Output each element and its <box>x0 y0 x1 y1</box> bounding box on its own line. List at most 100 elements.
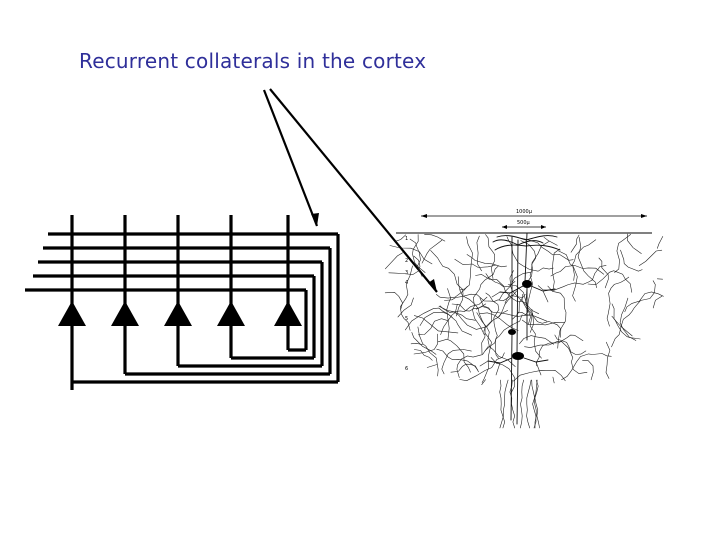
axon-fiber <box>506 236 554 272</box>
axon-fiber <box>509 270 535 333</box>
scale-label-inner: 500µ <box>517 220 531 226</box>
axon-fiber <box>413 333 438 355</box>
axon-fiber <box>384 291 403 311</box>
axon-fiber <box>619 297 641 340</box>
descending-fiber <box>499 379 509 429</box>
axon-fiber <box>436 286 468 299</box>
axon-fiber <box>472 265 499 335</box>
axon-fiber <box>522 319 566 326</box>
cortex-drawing: 1000µ 500µ 1 2 3 4 5 6 <box>384 209 664 429</box>
axon-fiber <box>558 250 578 302</box>
axon-fiber <box>466 254 507 268</box>
axon-fiber <box>430 250 464 317</box>
axon-fiber <box>552 376 555 384</box>
axon-fiber <box>438 305 508 330</box>
axon-fiber <box>524 241 550 316</box>
neuron <box>111 215 139 374</box>
axon-fiber <box>520 240 537 303</box>
descending-fiber <box>532 379 538 429</box>
axon-fiber <box>446 288 452 340</box>
pyramidal-cell-lower <box>479 239 549 425</box>
axon-fiber <box>441 349 472 375</box>
axon-fiber <box>411 332 437 355</box>
axon-fiber <box>547 285 567 349</box>
axon-fiber <box>397 297 414 318</box>
axon-fiber <box>388 255 421 275</box>
scale-label-outer: 1000µ <box>516 209 533 215</box>
layer-label: 1 <box>405 236 408 242</box>
neuron-soma-icon <box>274 301 302 326</box>
axon-fiber <box>481 332 492 383</box>
axon-collaterals <box>72 348 338 384</box>
neuron-soma-icon <box>111 301 139 326</box>
axon-fiber <box>418 318 449 336</box>
neuron-soma-icon <box>164 301 192 326</box>
axon-fiber <box>550 265 605 277</box>
layer-label: 5 <box>405 316 408 322</box>
axon-fiber <box>577 236 597 288</box>
axon-fiber <box>437 338 471 373</box>
slide-title: Recurrent collaterals in the cortex <box>79 49 427 73</box>
axon-fiber <box>412 234 426 273</box>
axon-fiber <box>572 239 597 281</box>
axon-fiber <box>385 252 403 270</box>
neuron <box>274 215 302 350</box>
pyramidal-cell-mid <box>508 236 516 421</box>
axon-fiber <box>426 364 438 368</box>
axon-fiber <box>419 311 472 336</box>
axon-fiber <box>620 249 643 272</box>
axon-fiber <box>524 340 588 374</box>
neuron <box>217 215 245 358</box>
axon-fiber <box>454 258 497 268</box>
axon-fiber <box>551 248 560 291</box>
collateral-network-schematic <box>25 215 340 390</box>
descending-fiber <box>534 379 540 429</box>
axon-fiber <box>582 360 594 381</box>
axon-fiber <box>624 291 664 313</box>
axon-fiber <box>554 334 587 355</box>
pointer-arrow-left <box>262 89 319 227</box>
axon-fiber <box>570 234 580 253</box>
axon-fiber <box>611 280 656 348</box>
axon-fiber <box>638 249 663 266</box>
axon-fiber <box>499 290 517 317</box>
axon-fiber <box>444 293 523 302</box>
axon-fiber <box>451 303 487 312</box>
axon-fiber <box>485 292 500 359</box>
axon-fiber <box>417 326 439 377</box>
neuron <box>164 215 192 366</box>
layer-label: 3 <box>405 270 408 276</box>
axon-fiber <box>657 236 664 249</box>
descending-fiber <box>520 379 524 429</box>
axon-fiber <box>606 276 630 327</box>
axon-fiber <box>611 315 637 341</box>
neuron <box>58 215 86 390</box>
axon-fiber <box>543 237 558 246</box>
axon-fiber <box>481 379 486 385</box>
axon-fiber <box>424 234 446 242</box>
axon-fiber <box>389 245 433 265</box>
axon-fiber <box>587 270 633 293</box>
axon-fiber <box>605 341 611 379</box>
axon-fiber <box>485 273 516 288</box>
axon-fiber <box>652 295 663 309</box>
axon-fiber <box>399 265 413 331</box>
pointer-arrows <box>262 88 438 293</box>
layer-label: 6 <box>405 366 408 372</box>
axon-fiber <box>450 363 479 373</box>
axon-fiber <box>457 276 486 354</box>
axon-fiber <box>521 238 574 261</box>
neuron-soma-icon <box>217 301 245 326</box>
layer-label: 2 <box>405 258 408 264</box>
axon-fiber <box>449 296 488 313</box>
axon-fiber <box>414 315 459 334</box>
collateral-loop-verticals <box>304 234 340 382</box>
axon-fiber <box>409 238 423 277</box>
axon-fiber <box>414 349 433 361</box>
axon-fiber <box>517 312 548 322</box>
axon-fiber <box>611 303 633 337</box>
pointer-arrowhead-left <box>311 213 319 226</box>
axon-fiber <box>405 307 453 331</box>
